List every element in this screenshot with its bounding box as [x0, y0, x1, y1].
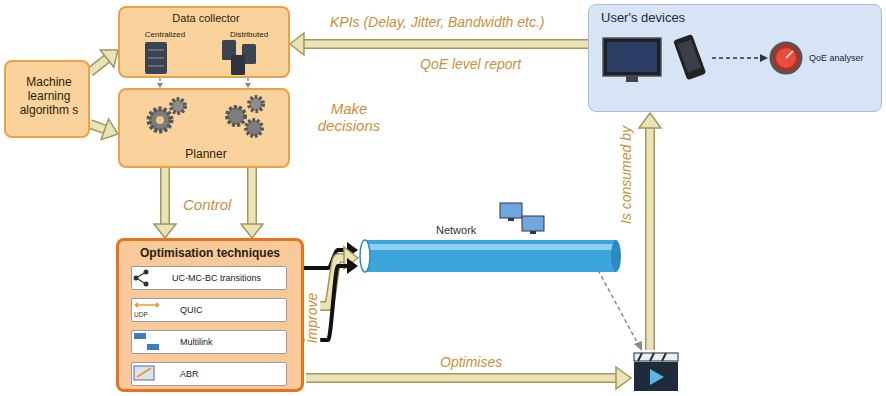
pipe-end — [611, 240, 621, 272]
arrow-heads — [101, 119, 118, 140]
consumed-arrow-part — [645, 127, 655, 350]
planner-box: Planner — [118, 88, 290, 168]
arrow-shaft — [303, 41, 588, 48]
arrow-head — [154, 224, 176, 238]
arrow-shaft — [160, 168, 170, 225]
consumed-arrow-part — [639, 113, 661, 128]
arrow-head — [100, 50, 118, 67]
network-to-video-leader-part — [598, 270, 638, 344]
computer-icon-part — [530, 231, 536, 234]
arrow-shaft — [90, 124, 106, 130]
flow-arrow — [157, 78, 163, 88]
optimises-arrow — [306, 367, 631, 389]
arrow-heads — [241, 224, 263, 238]
video-icon-part — [650, 353, 654, 361]
video-icon-part — [662, 353, 666, 361]
flow-arrow — [154, 168, 176, 238]
technique-box: QUIC — [131, 298, 287, 322]
node-title: User's devices — [601, 11, 761, 26]
protocol-label: UDP — [134, 311, 148, 318]
video-icon-part — [634, 353, 678, 361]
arrow-head — [101, 119, 118, 140]
computer-icon-part — [500, 203, 522, 218]
flow-arrow — [90, 119, 118, 140]
technique-box: ABR — [131, 362, 287, 386]
network-to-video-leader — [598, 270, 642, 351]
optimises-arrow-part — [616, 367, 631, 389]
pipe-shine — [364, 244, 616, 250]
arrow-shaft — [162, 168, 169, 225]
video-icon — [634, 353, 678, 391]
ml-box: Machine learning algorithm s — [4, 60, 90, 138]
arrow-head — [347, 258, 358, 274]
network-to-video-leader-part — [634, 341, 642, 351]
network-pipe: Network — [358, 222, 622, 280]
arrow-heads — [154, 224, 176, 238]
flow-label: Improve — [304, 290, 320, 347]
flow-arrow — [90, 50, 118, 72]
collector-box: Data collectorCentralized Distributed — [118, 6, 290, 78]
arrow-heads — [290, 33, 304, 55]
computer-icon-part — [522, 216, 544, 231]
flow-arrow — [290, 33, 588, 55]
flow-label: KPIs (Delay, Jitter, Bandwidth etc.) — [330, 14, 545, 30]
node-title: Planner — [120, 148, 292, 162]
node-title: Network — [436, 224, 496, 237]
node-title: Data collector — [120, 12, 292, 25]
arrow-shaft — [90, 58, 108, 72]
arrow-shaft — [249, 168, 256, 225]
optimises-arrow-part — [306, 373, 617, 383]
node-title: Optimisation techniques — [119, 247, 301, 261]
flow-arrow — [245, 78, 251, 88]
consumed-arrow — [639, 113, 661, 350]
node-title: QUIC — [180, 305, 280, 315]
flow-label: Optimises — [440, 354, 502, 370]
technique-box: Multilink — [131, 330, 287, 354]
video-icon-part — [634, 362, 678, 391]
node-label: Centralized — [128, 30, 202, 39]
consumed-arrow-part — [647, 127, 654, 350]
node-label: QoE analyser — [809, 53, 875, 63]
node-title: Machine learning algorithm s — [10, 76, 88, 117]
flow-label: Control — [183, 196, 231, 213]
flow-label: QoE level report — [420, 56, 521, 72]
arrow-heads — [347, 258, 358, 274]
pipe-mouth — [360, 240, 370, 272]
computer-icon-part — [508, 218, 514, 221]
pipe-shape — [358, 222, 622, 280]
arrow-heads — [100, 50, 118, 67]
node-title: UC-MC-BC transitions — [172, 273, 284, 283]
video-icon-part — [638, 353, 642, 361]
computer-icon — [500, 203, 544, 234]
flow-label: Is consumed by — [618, 126, 634, 224]
arrow-head — [290, 33, 304, 55]
flow-arrow — [241, 168, 263, 238]
optimises-arrow-part — [306, 375, 617, 382]
arrow-shaft — [247, 168, 257, 225]
arrow-head — [241, 224, 263, 238]
node-title: Multilink — [180, 337, 280, 347]
video-icon-part — [650, 369, 664, 385]
node-label: Distributed — [212, 30, 286, 39]
arrow-shaft — [303, 39, 588, 49]
pipe-body — [364, 240, 616, 272]
node-title: ABR — [180, 369, 280, 379]
arrow-shaft — [90, 124, 106, 130]
arrow-shaft — [90, 58, 108, 72]
devices-box: User's devicesQoE analyser — [588, 4, 882, 112]
technique-box: UC-MC-BC transitions — [131, 266, 287, 290]
flow-label: Make decisions — [304, 100, 394, 135]
